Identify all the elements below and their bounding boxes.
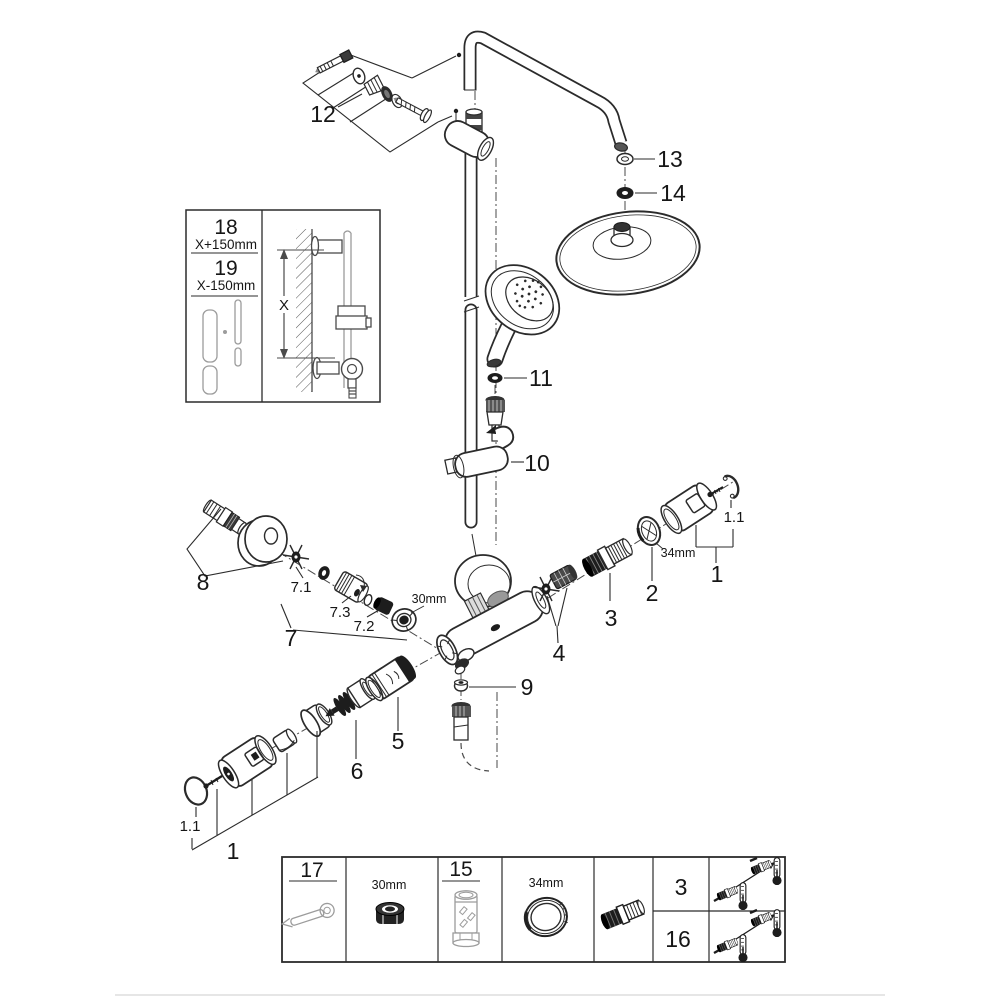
dim-34mm: 34mm: [661, 546, 696, 560]
grub-screw: [707, 486, 724, 498]
callout-5: 5: [392, 728, 405, 754]
table-wrench-label: 17: [300, 859, 323, 882]
callout-1b: 1: [227, 838, 240, 864]
callout-1-1b: 1.1: [180, 818, 201, 835]
riser-rail: [463, 150, 480, 568]
seal-14: 14: [616, 180, 686, 206]
screw-nut-9: 9: [453, 674, 534, 700]
mounting-inset: 18 X+150mm 19 X-150mm X: [185, 209, 381, 403]
open-end-wrench-icon: [280, 902, 335, 928]
spray-nozzles: [514, 279, 544, 309]
thermostat-body: [436, 554, 551, 675]
callout-3: 3: [605, 605, 618, 631]
callout-7-3: 7.3: [330, 604, 351, 621]
union-nipple: [202, 499, 247, 535]
table-tool-label: 15: [449, 858, 472, 881]
dim-30mm: 30mm: [412, 592, 447, 606]
seal-13: 13: [616, 146, 683, 172]
nut-30mm: [391, 608, 417, 632]
hand-shower: [484, 264, 561, 368]
union-parts-7: 30mm 7.1 7.3 7.2 7: [280, 544, 447, 651]
parts-table: 17 30mm 15 34mm 3: [280, 856, 786, 962]
grip-screw: [203, 774, 223, 789]
grip-sleeve-1b: [217, 734, 277, 789]
callout-2: 2: [646, 580, 659, 606]
callout-1: 1: [711, 561, 724, 587]
knob-piece: [272, 728, 298, 753]
collar-ring-icon: [381, 86, 403, 109]
callout-9: 9: [521, 674, 534, 700]
callout-1-1: 1.1: [724, 509, 745, 526]
star-seal-7-1: [282, 544, 310, 570]
callout-6: 6: [351, 758, 364, 784]
hose-connector-lower: [451, 702, 490, 772]
callout-7-2: 7.2: [354, 618, 375, 635]
table-row-bottom-label: 16: [665, 926, 691, 952]
callout-14: 14: [660, 180, 686, 206]
washer-icon: [352, 67, 366, 85]
fastener-set-12: 12: [302, 49, 462, 153]
callout-13: 13: [657, 146, 683, 172]
stop-sleeve-5: [365, 655, 417, 702]
callout-18: 18: [214, 216, 237, 239]
screw-icon: [315, 49, 354, 74]
table-nut-label: 30mm: [372, 878, 407, 892]
filter-set-4: 4: [532, 564, 578, 666]
tee-connector: [443, 108, 495, 161]
ring-34mm: 2 34mm: [636, 515, 696, 606]
adapter-7-3: [334, 571, 369, 603]
check-valve-3: 3: [582, 537, 633, 631]
dim-19: X-150mm: [197, 278, 256, 293]
oring-7: [318, 566, 330, 580]
dim-18: X+150mm: [195, 237, 257, 252]
screw2-icon: [393, 97, 433, 124]
overhead-shower: [555, 210, 701, 296]
cap-sleeve-1: 1.1 1: [660, 474, 745, 587]
wall-mount-drawing: [296, 229, 372, 399]
shower-holder-10: 10: [444, 425, 550, 479]
callout-12: 12: [310, 101, 336, 127]
table-row-top-label: 3: [675, 874, 688, 900]
callout-8: 8: [197, 569, 210, 595]
callout-10: 10: [524, 450, 550, 476]
callout-4: 4: [553, 640, 566, 666]
hand-shower-head: [484, 264, 561, 336]
shower-arm: [463, 30, 629, 152]
wall-union-8: 8: [186, 499, 288, 595]
callout-19: 19: [214, 257, 237, 280]
callout-11: 11: [529, 365, 553, 391]
mounting-sleeve-tool-icon: [452, 890, 480, 948]
retaining-clip-1-1: [722, 474, 740, 499]
grip-parts-group: 1.1 1 6 5: [180, 655, 417, 864]
seal-7-2: [373, 597, 394, 615]
rail-tubes-icon: [202, 299, 242, 395]
stop-ring: [300, 703, 333, 738]
x-dimension-label: X: [279, 297, 289, 314]
nut-30mm-icon: [375, 902, 405, 924]
table-ring-label: 34mm: [529, 876, 564, 890]
callout-7: 7: [285, 625, 298, 651]
callout-7-1: 7.1: [291, 579, 312, 596]
cone-seal-11: 11: [487, 365, 553, 391]
x-dimension: X: [276, 249, 335, 359]
tee-body: [443, 120, 495, 161]
ring-34mm-icon: [523, 896, 568, 938]
